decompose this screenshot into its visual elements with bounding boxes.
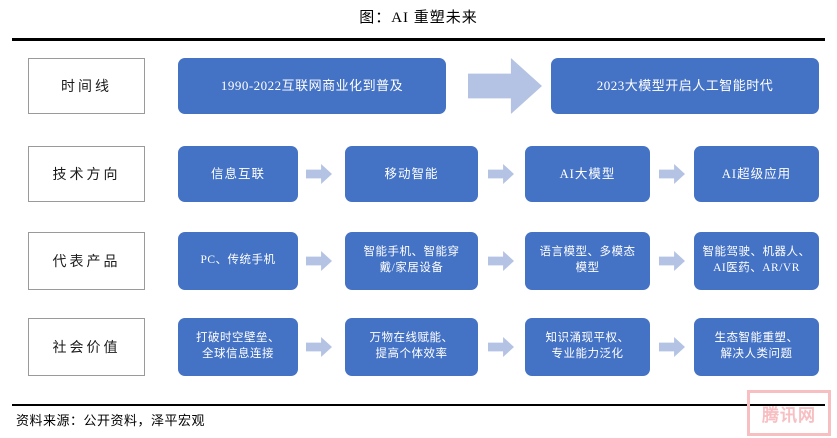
top-divider [12, 38, 825, 41]
row-label-timeline-text: 时间线 [61, 80, 112, 95]
row-label-tech-direction-text: 技术方向 [52, 168, 121, 183]
tech-box-1[interactable]: 信息互联 [178, 146, 298, 202]
watermark-logo: 腾讯网 [747, 390, 831, 436]
row-label-timeline: 时间线 [28, 58, 145, 114]
diagram-row-tech-direction: 技术方向 信息互联 移动智能 AI大模型 AI超级应用 [0, 146, 837, 202]
social-box-1-line2: 全球信息连接 [202, 348, 274, 360]
product-box-3-text: 语言模型、多模态 模型 [540, 245, 636, 276]
arrow-right-icon-s3 [659, 337, 685, 357]
social-box-2-line1: 万物在线赋能、 [369, 332, 454, 345]
row-label-social-value: 社会价值 [28, 318, 145, 376]
product-box-4-line1: 智能驾驶、机器人、 [702, 246, 811, 259]
social-box-1-text: 打破时空壁垒、 全球信息连接 [196, 331, 280, 362]
tech-box-3[interactable]: AI大模型 [525, 146, 650, 202]
source-note: 资料来源：公开资料，泽平宏观 [16, 413, 206, 428]
arrow-right-icon-t2 [488, 164, 514, 184]
social-box-3-text: 知识涌现平权、 专业能力泛化 [546, 331, 630, 362]
product-box-4[interactable]: 智能驾驶、机器人、 AI医药、AR/VR [694, 232, 819, 290]
product-box-3-line2: 模型 [575, 262, 600, 274]
timeline-box-2[interactable]: 2023大模型开启人工智能时代 [551, 58, 819, 114]
arrow-right-icon-p1 [306, 251, 332, 271]
diagram-canvas: 时间线 1990-2022互联网商业化到普及 2023大模型开启人工智能时代 技… [0, 42, 837, 402]
tech-box-4-text: AI超级应用 [721, 166, 792, 181]
big-arrow-right-icon [468, 58, 542, 114]
social-box-4[interactable]: 生态智能重塑、 解决人类问题 [694, 318, 819, 376]
tech-box-4[interactable]: AI超级应用 [694, 146, 819, 202]
arrow-right-icon-p3 [659, 251, 685, 271]
row-label-social-value-text: 社会价值 [52, 341, 121, 356]
tech-box-1-text: 信息互联 [210, 166, 265, 181]
arrow-right-icon-t3 [659, 164, 685, 184]
social-box-4-text: 生态智能重塑、 解决人类问题 [715, 331, 799, 362]
figure-title: 图：AI 重塑未来 [359, 10, 478, 26]
product-box-1[interactable]: PC、传统手机 [178, 232, 298, 290]
social-box-4-line1: 生态智能重塑、 [714, 332, 799, 345]
product-box-2-line2: 戴/家居设备 [379, 262, 444, 274]
arrow-right-icon-p2 [488, 251, 514, 271]
product-box-3[interactable]: 语言模型、多模态 模型 [525, 232, 650, 290]
product-box-2-text: 智能手机、智能穿 戴/家居设备 [364, 245, 460, 276]
product-box-4-text: 智能驾驶、机器人、 AI医药、AR/VR [703, 245, 811, 276]
arrow-right-icon-s1 [306, 337, 332, 357]
product-box-2[interactable]: 智能手机、智能穿 戴/家居设备 [345, 232, 478, 290]
row-label-products-text: 代表产品 [52, 255, 121, 270]
arrow-right-icon-t1 [306, 164, 332, 184]
product-box-2-line1: 智能手机、智能穿 [363, 246, 460, 259]
social-box-3[interactable]: 知识涌现平权、 专业能力泛化 [525, 318, 650, 376]
timeline-box-1-text: 1990-2022互联网商业化到普及 [220, 78, 404, 94]
diagram-row-social-value: 社会价值 打破时空壁垒、 全球信息连接 万物在线赋能、 提高个体效率 知识涌现平… [0, 318, 837, 376]
social-box-2-text: 万物在线赋能、 提高个体效率 [370, 331, 454, 362]
product-box-1-text: PC、传统手机 [200, 254, 276, 267]
social-box-1[interactable]: 打破时空壁垒、 全球信息连接 [178, 318, 298, 376]
arrow-right-icon-s2 [488, 337, 514, 357]
timeline-box-1[interactable]: 1990-2022互联网商业化到普及 [178, 58, 446, 114]
row-label-tech-direction: 技术方向 [28, 146, 145, 202]
social-box-3-line1: 知识涌现平权、 [545, 332, 630, 345]
social-box-4-line2: 解决人类问题 [720, 348, 793, 360]
social-box-2[interactable]: 万物在线赋能、 提高个体效率 [345, 318, 478, 376]
product-box-3-line1: 语言模型、多模态 [539, 246, 636, 259]
row-label-products: 代表产品 [28, 232, 145, 290]
social-box-3-line2: 专业能力泛化 [551, 348, 624, 360]
tech-box-2-text: 移动智能 [384, 166, 439, 181]
tech-box-2[interactable]: 移动智能 [345, 146, 478, 202]
bottom-divider [12, 404, 825, 406]
diagram-row-products: 代表产品 PC、传统手机 智能手机、智能穿 戴/家居设备 语言模型、多模态 模型… [0, 232, 837, 290]
social-box-1-line1: 打破时空壁垒、 [196, 332, 280, 345]
product-box-4-line2: AI医药、AR/VR [713, 262, 800, 274]
diagram-row-timeline: 时间线 1990-2022互联网商业化到普及 2023大模型开启人工智能时代 [0, 58, 837, 114]
social-box-2-line2: 提高个体效率 [375, 348, 448, 360]
timeline-box-2-text: 2023大模型开启人工智能时代 [596, 78, 774, 94]
tech-box-3-text: AI大模型 [559, 166, 616, 181]
